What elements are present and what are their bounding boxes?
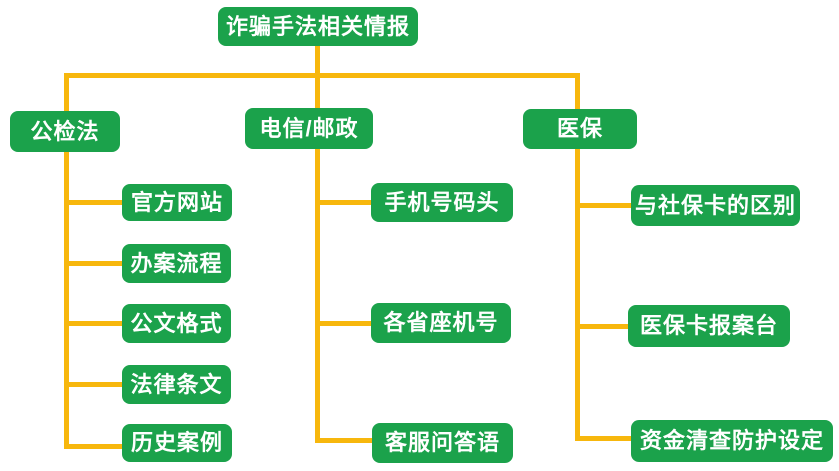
- connector-left-child-1: [66, 261, 122, 266]
- connector-middle-child-1: [317, 321, 371, 326]
- node-official-website[interactable]: 官方网站: [122, 184, 232, 221]
- connector-right-child-1: [577, 324, 628, 329]
- node-medical-insurance-branch[interactable]: 医保: [523, 109, 637, 149]
- node-case-handling-process[interactable]: 办案流程: [122, 244, 231, 283]
- node-telecom-postal-branch[interactable]: 电信/邮政: [245, 108, 373, 149]
- node-provincial-landline-numbers[interactable]: 各省座机号: [371, 303, 511, 343]
- connector-right-child-2: [577, 436, 631, 441]
- connector-left-child-2: [66, 321, 122, 326]
- node-social-security-card-difference[interactable]: 与社保卡的区别: [631, 185, 800, 226]
- connector-root-stub: [315, 45, 320, 76]
- connector-trunk-left: [64, 151, 69, 449]
- node-fraud-intel-root[interactable]: 诈骗手法相关情报: [218, 7, 418, 46]
- connector-top-rail: [64, 73, 580, 78]
- node-fund-inspection-protection[interactable]: 资金清查防护设定: [631, 420, 833, 462]
- node-official-document-format[interactable]: 公文格式: [122, 304, 231, 343]
- node-legal-provisions[interactable]: 法律条文: [122, 365, 231, 404]
- node-historical-cases[interactable]: 历史案例: [122, 424, 232, 462]
- connector-left-child-0: [66, 200, 122, 205]
- connector-drop-right: [575, 76, 580, 110]
- connector-trunk-middle: [315, 148, 320, 443]
- connector-drop-left: [64, 76, 69, 112]
- connector-trunk-right: [575, 148, 580, 441]
- connector-middle-child-0: [317, 200, 371, 205]
- connector-left-child-3: [66, 382, 122, 387]
- connector-right-child-0: [577, 203, 631, 208]
- node-mobile-number-prefix[interactable]: 手机号码头: [371, 183, 513, 222]
- connector-drop-middle: [315, 76, 320, 109]
- node-public-security-branch[interactable]: 公检法: [10, 111, 120, 152]
- node-insurance-card-report-desk[interactable]: 医保卡报案台: [628, 305, 790, 347]
- connector-left-child-4: [66, 444, 122, 449]
- connector-middle-child-2: [317, 438, 372, 443]
- node-customer-service-scripts[interactable]: 客服问答语: [372, 423, 513, 463]
